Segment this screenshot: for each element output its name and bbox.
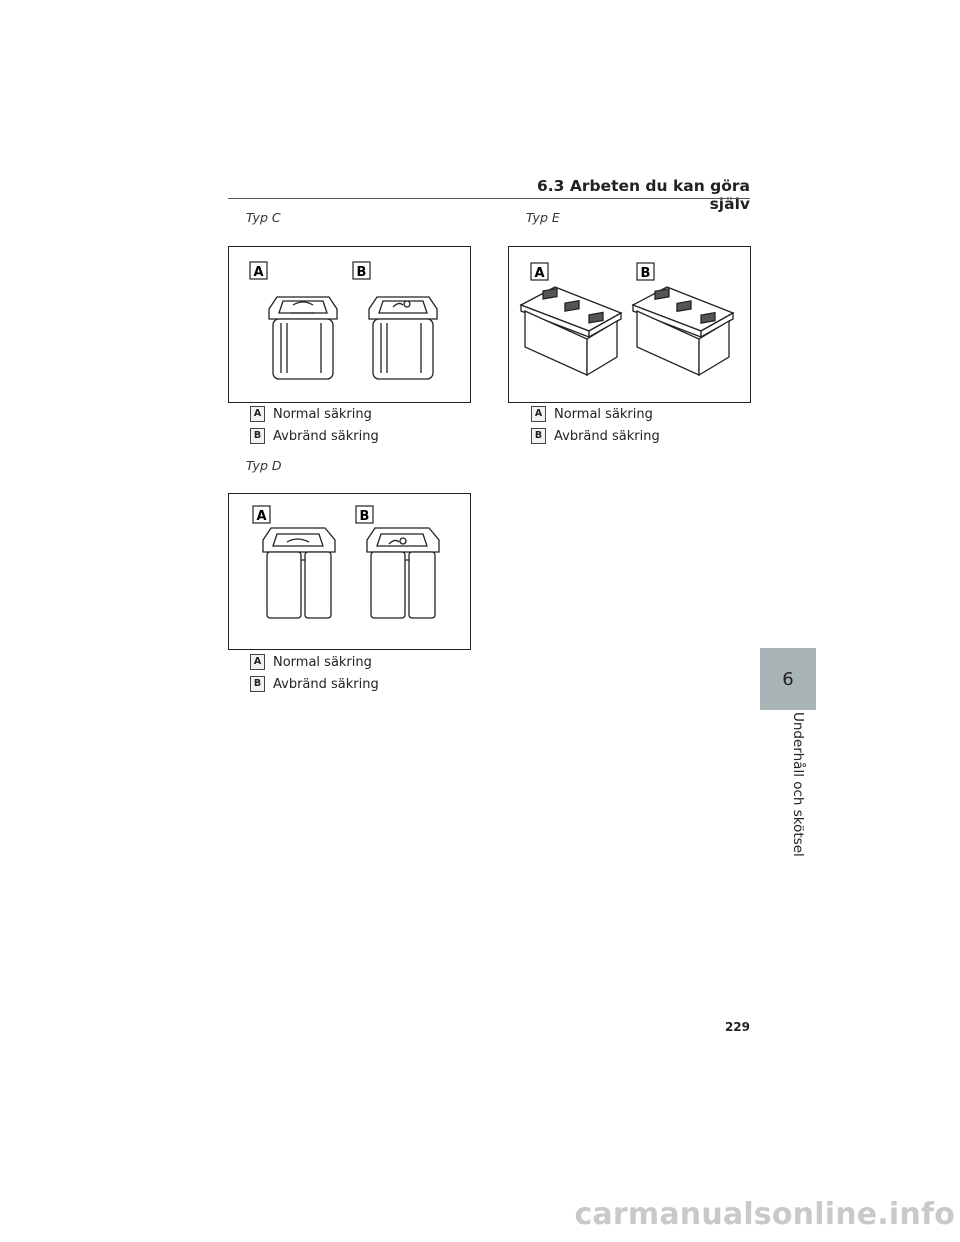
chapter-title-vertical: Underhåll och skötsel (790, 712, 806, 857)
normal-fuse-drawing (268, 296, 338, 380)
blown-fuse-drawing (631, 286, 735, 377)
legend-blown-fuse: B Avbränd säkring (250, 676, 379, 692)
normal-fuse-drawing (519, 286, 623, 377)
label-b-box: B (636, 262, 655, 281)
header-divider (228, 198, 750, 199)
page-number: 229 (724, 1020, 750, 1034)
legend-blown-fuse: B Avbränd säkring (531, 428, 660, 444)
label-b: B (641, 266, 651, 281)
legend-normal-fuse: A Normal säkring (250, 406, 372, 422)
label-b-box: B (352, 261, 371, 280)
watermark-text: carmanualsonline.info (574, 1197, 955, 1232)
legend-text: Normal säkring (273, 406, 372, 422)
blown-fuse-drawing (368, 296, 438, 380)
badge-b: B (250, 676, 265, 692)
label-b-box: B (355, 505, 374, 524)
label-b: B (360, 509, 370, 524)
badge-a: A (250, 654, 265, 670)
badge-b: B (531, 428, 546, 444)
legend-text: Normal säkring (554, 406, 653, 422)
fuse-type-d-illustration: A B (228, 493, 471, 650)
legend-text: Avbränd säkring (273, 676, 379, 692)
normal-fuse-drawing (262, 527, 336, 619)
badge-a: A (531, 406, 546, 422)
label-a-box: A (252, 505, 271, 524)
label-a-box: A (249, 261, 268, 280)
badge-a: A (250, 406, 265, 422)
legend-text: Normal säkring (273, 654, 372, 670)
legend-normal-fuse: A Normal säkring (250, 654, 372, 670)
badge-b: B (250, 428, 265, 444)
fuse-type-e-illustration: A B (508, 246, 751, 403)
fuse-type-c-title: Typ C (246, 210, 281, 225)
fuse-type-c-illustration: A B (228, 246, 471, 403)
legend-text: Avbränd säkring (554, 428, 660, 444)
fuse-type-d-title: Typ D (246, 458, 282, 473)
label-a: A (253, 265, 263, 280)
legend-text: Avbränd säkring (273, 428, 379, 444)
label-a: A (534, 266, 544, 281)
blown-fuse-drawing (366, 527, 440, 619)
section-heading: 6.3 Arbeten du kan göra själv (536, 177, 750, 213)
legend-normal-fuse: A Normal säkring (531, 406, 653, 422)
fuse-type-e-title: Typ E (526, 210, 560, 225)
label-a-box: A (530, 262, 549, 281)
chapter-number-tab: 6 (760, 648, 816, 710)
legend-blown-fuse: B Avbränd säkring (250, 428, 379, 444)
label-b: B (357, 265, 367, 280)
label-a: A (256, 509, 266, 524)
